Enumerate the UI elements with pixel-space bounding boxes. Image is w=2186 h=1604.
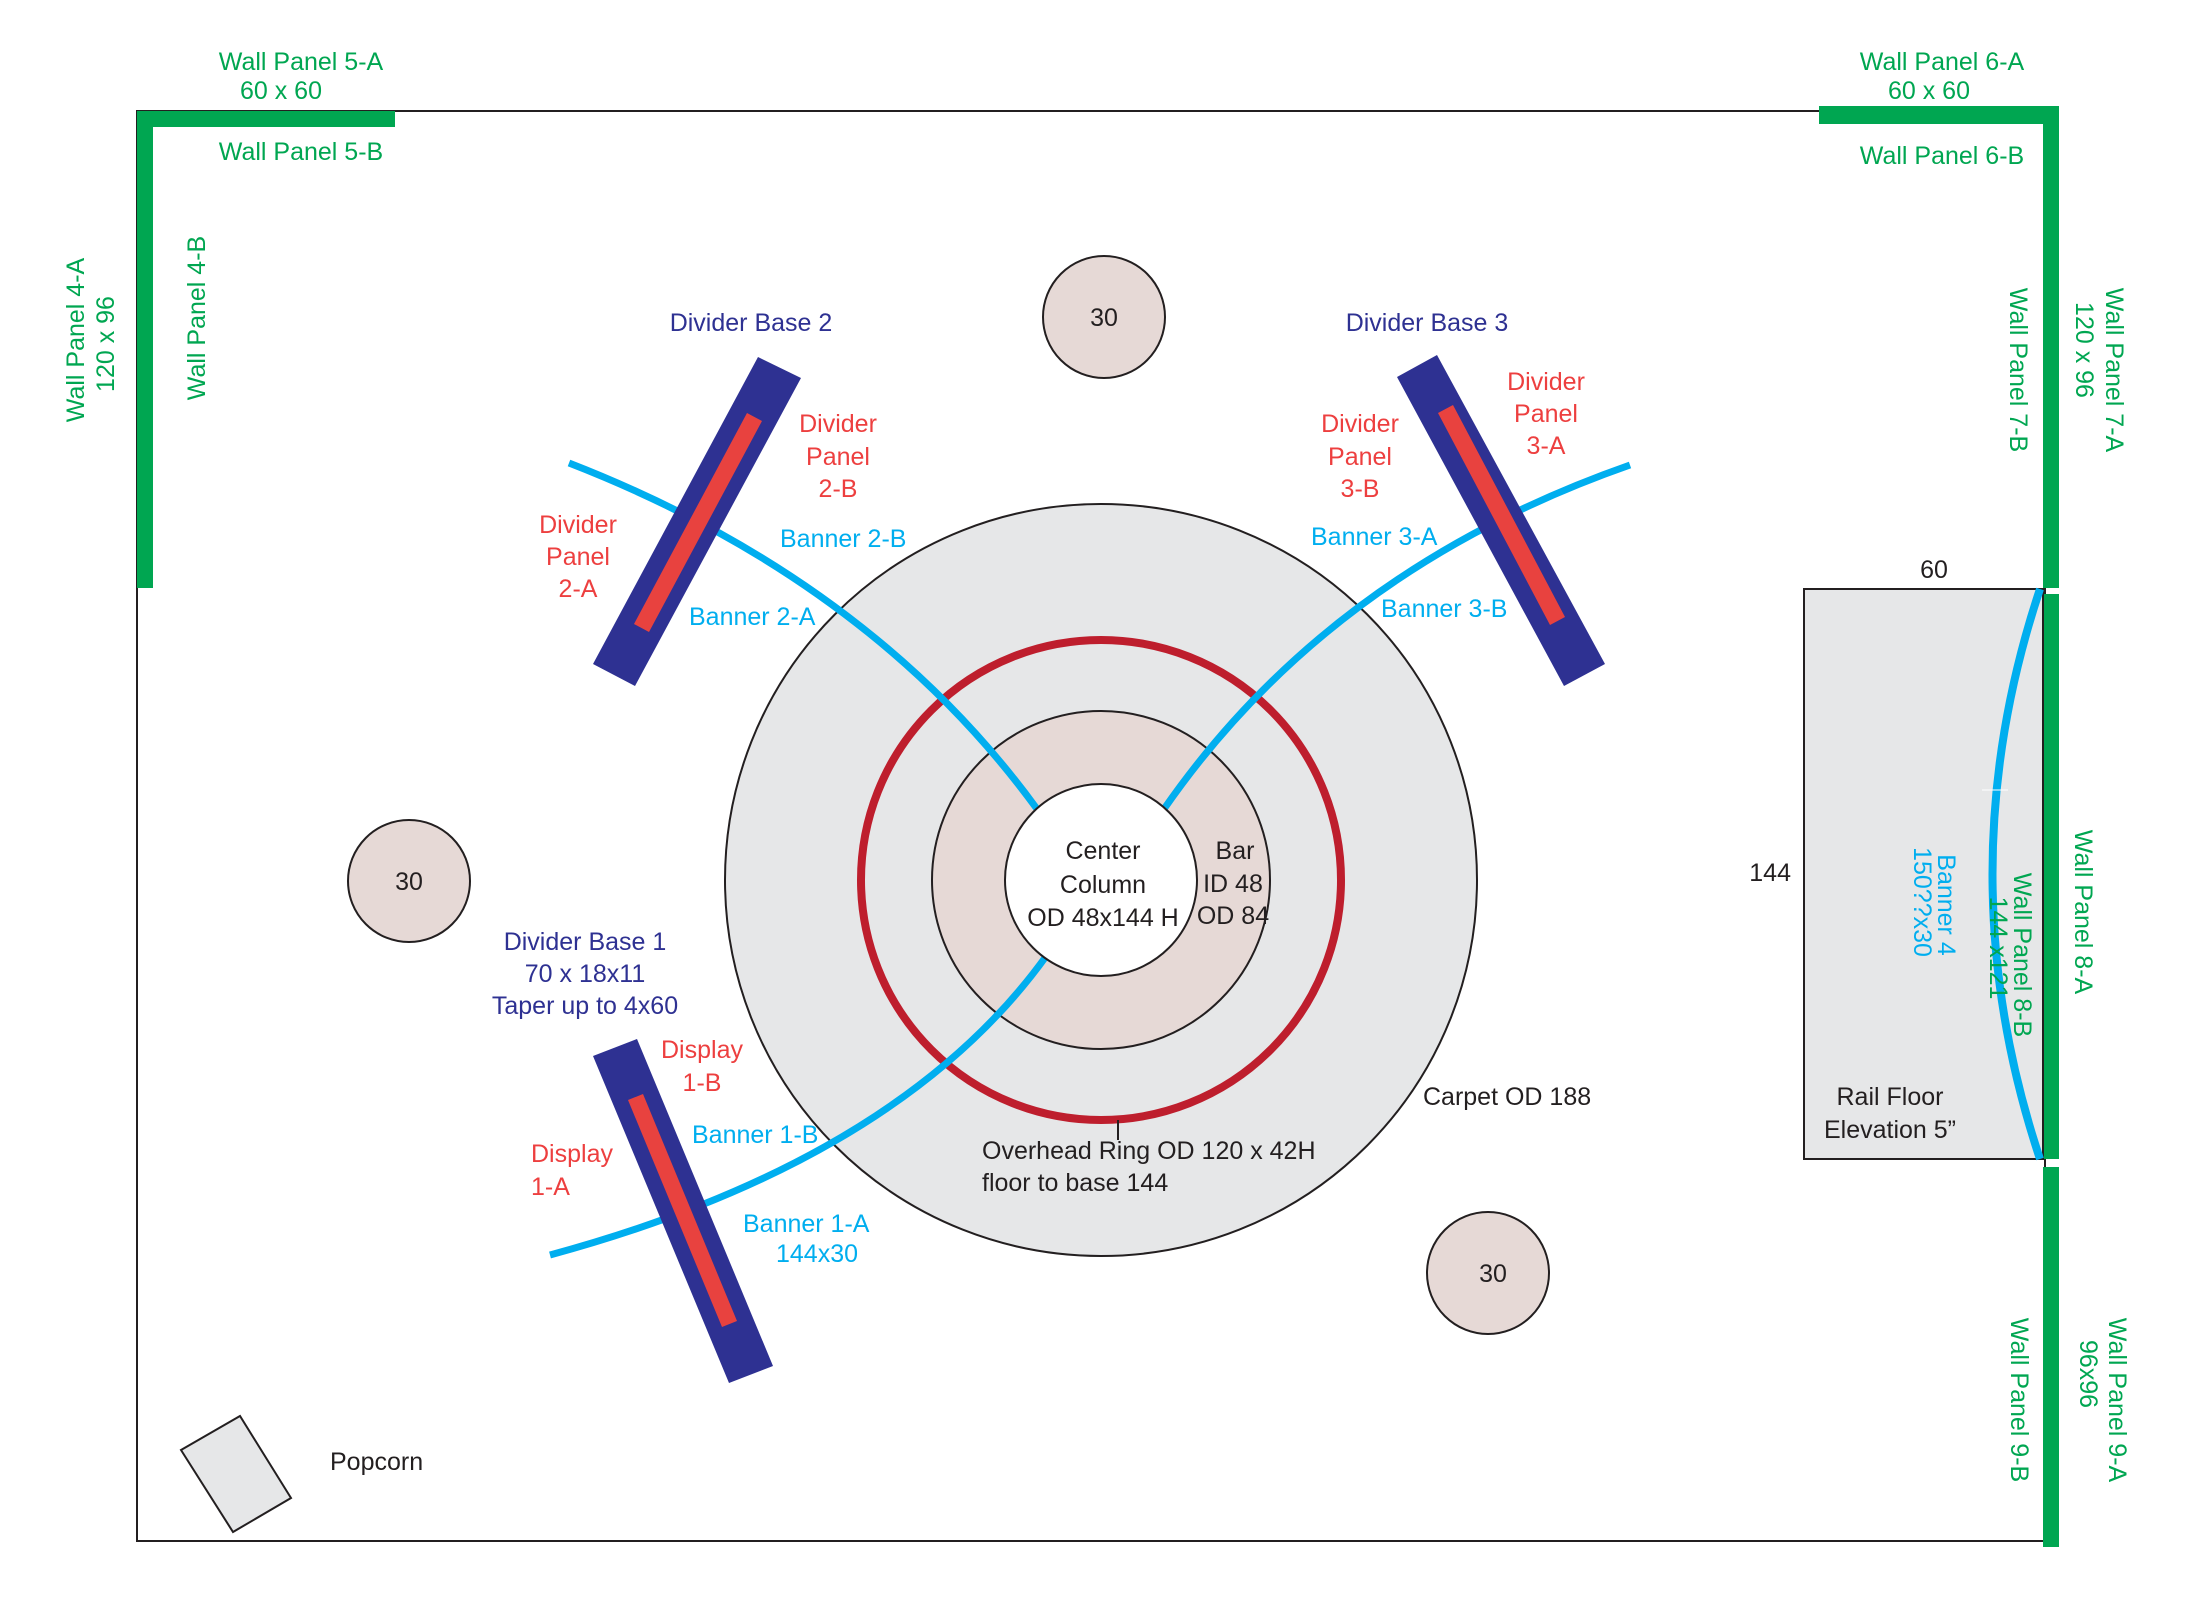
- display-1b-label-2: 1-B: [683, 1069, 722, 1097]
- table-left-label: 30: [395, 868, 423, 896]
- wall-9a-size: 96x96: [2074, 1340, 2102, 1408]
- divider-panel-3[interactable]: [1438, 405, 1565, 625]
- divider-base-1-label: Divider Base 1: [504, 928, 667, 956]
- rail-floor[interactable]: [1803, 588, 2044, 1160]
- wall-panel-5[interactable]: [137, 111, 395, 127]
- rail-height-label: 144: [1749, 859, 1791, 887]
- banner-4[interactable]: [1988, 587, 2044, 1161]
- bar-label-2: ID 48: [1203, 870, 1263, 898]
- banner-1b-label: Banner 1-B: [692, 1121, 818, 1149]
- banner-4-label: Banner 4: [1932, 854, 1960, 956]
- table-bottom-right-label: 30: [1479, 1260, 1507, 1288]
- banner-2[interactable]: [567, 459, 1040, 812]
- wall-9b-label: Wall Panel 9-B: [2005, 1318, 2033, 1482]
- wall-7a-label: Wall Panel 7-A: [2100, 288, 2128, 453]
- wall-9a-label: Wall Panel 9-A: [2103, 1318, 2131, 1483]
- wall-4a-size: 120 x 96: [92, 296, 120, 392]
- divider-base-1-taper: Taper up to 4x60: [492, 992, 678, 1020]
- wall-panel-6[interactable]: [1819, 106, 2059, 124]
- divider-panel-3a-label-2: Panel: [1514, 400, 1578, 428]
- popcorn-label: Popcorn: [330, 1448, 423, 1476]
- wall-panel-7[interactable]: [2043, 106, 2059, 588]
- banner-3b-label: Banner 3-B: [1381, 595, 1507, 623]
- wall-panel-4[interactable]: [137, 111, 153, 588]
- table-left[interactable]: [347, 819, 471, 943]
- banner-1[interactable]: [549, 952, 1050, 1259]
- divider-base-3-label: Divider Base 3: [1346, 309, 1509, 337]
- display-1a-label-2: 1-A: [531, 1173, 570, 1201]
- wall-7a-size: 120 x 96: [2070, 302, 2098, 398]
- divider-panel-2a-label-3: 2-A: [559, 575, 598, 603]
- divider-panel-3b-label-1: Divider: [1321, 410, 1399, 438]
- overhead-ring[interactable]: [857, 636, 1345, 1124]
- divider-display-1[interactable]: [628, 1094, 737, 1327]
- wall-8b-label: Wall Panel 8-B: [2008, 873, 2036, 1037]
- popcorn-machine[interactable]: [179, 1414, 293, 1534]
- divider-panel-2a-label-1: Divider: [539, 511, 617, 539]
- center-column[interactable]: [1004, 783, 1198, 977]
- wall-4a-label: Wall Panel 4-A: [62, 257, 90, 422]
- wall-panel-8[interactable]: [2043, 594, 2059, 1159]
- divider-base-1-size: 70 x 18x11: [525, 960, 645, 988]
- rail-width-label: 60: [1920, 556, 1948, 584]
- rail-floor-label-2: Elevation 5”: [1824, 1116, 1956, 1144]
- center-column-label-1: Center: [1065, 837, 1140, 865]
- table-bottom-right[interactable]: [1426, 1211, 1550, 1335]
- display-1b-label-1: Display: [661, 1036, 743, 1064]
- banner-1a-label: Banner 1-A: [743, 1210, 870, 1238]
- wall-panel-9[interactable]: [2043, 1167, 2059, 1547]
- divider-panel-3a-label-3: 3-A: [1527, 432, 1566, 460]
- divider-panel-2b-label-3: 2-B: [819, 475, 858, 503]
- divider-base-2-label: Divider Base 2: [670, 309, 833, 337]
- banner-2a-label: Banner 2-A: [689, 603, 816, 631]
- wall-7b-label: Wall Panel 7-B: [2004, 288, 2032, 452]
- divider-panel-2b-label-2: Panel: [806, 443, 870, 471]
- overhead-ring-label-2: floor to base 144: [982, 1169, 1168, 1197]
- wall-4b-label: Wall Panel 4-B: [183, 236, 211, 400]
- rail-floor-label-1: Rail Floor: [1837, 1083, 1944, 1111]
- wall-6b-label: Wall Panel 6-B: [1860, 142, 2024, 170]
- overhead-ring-label-1: Overhead Ring OD 120 x 42H: [982, 1137, 1316, 1165]
- divider-panel-2a-label-2: Panel: [546, 543, 610, 571]
- divider-panel-3b-label-2: Panel: [1328, 443, 1392, 471]
- banner-4-size: 150??x30: [1908, 847, 1936, 957]
- divider-panel-3a-label-1: Divider: [1507, 368, 1585, 396]
- banner-1a-size: 144x30: [776, 1240, 858, 1268]
- divider-panel-2[interactable]: [634, 413, 762, 632]
- wall-6a-label: Wall Panel 6-A: [1860, 48, 2025, 76]
- wall-5b-label: Wall Panel 5-B: [219, 138, 383, 166]
- divider-panel-2b-label-1: Divider: [799, 410, 877, 438]
- wall-6a-size: 60 x 60: [1888, 77, 1970, 105]
- banner-2b-label: Banner 2-B: [780, 525, 906, 553]
- banner-3a-label: Banner 3-A: [1311, 523, 1438, 551]
- bar-label-3: OD 84: [1197, 902, 1269, 930]
- banner-3[interactable]: [1161, 461, 1632, 811]
- center-column-label-2: Column: [1060, 871, 1146, 899]
- table-top[interactable]: [1042, 255, 1166, 379]
- center-column-label-3: OD 48x144 H: [1027, 904, 1178, 932]
- carpet-label: Carpet OD 188: [1423, 1083, 1591, 1111]
- wall-8b-size: 144 x121: [1984, 897, 2012, 1000]
- wall-5a-label: Wall Panel 5-A: [219, 48, 384, 76]
- table-top-label: 30: [1090, 304, 1118, 332]
- divider-panel-3b-label-3: 3-B: [1341, 475, 1380, 503]
- display-1a-label-1: Display: [531, 1140, 613, 1168]
- bar-label-1: Bar: [1216, 837, 1255, 865]
- wall-5a-size: 60 x 60: [240, 77, 322, 105]
- wall-8a-label: Wall Panel 8-A: [2069, 830, 2097, 995]
